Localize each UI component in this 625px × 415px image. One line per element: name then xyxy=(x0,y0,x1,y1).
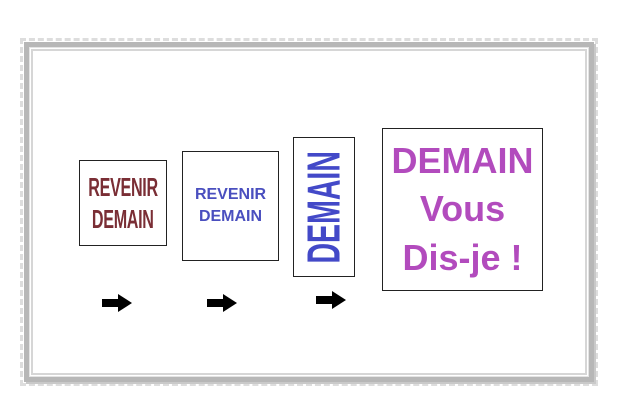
card-line: Dis-je ! xyxy=(402,236,523,278)
text-card-large: DEMAIN Vous Dis-je ! xyxy=(382,128,543,291)
card-line: DEMAIN xyxy=(297,150,350,264)
right-arrow-icon xyxy=(316,291,346,309)
card-line: REVENIR xyxy=(88,171,158,202)
right-arrow-icon xyxy=(102,294,132,312)
text-card-condensed: REVENIR DEMAIN xyxy=(79,160,167,246)
text-card-vertical: DEMAIN xyxy=(293,137,355,277)
card-line: REVENIR xyxy=(194,185,267,203)
card-line: DEMAIN xyxy=(92,204,154,234)
card-line: DEMAIN xyxy=(198,208,263,225)
card-line: DEMAIN xyxy=(391,139,534,181)
text-card-regular: REVENIR DEMAIN xyxy=(182,151,279,261)
frame-texture xyxy=(20,38,598,386)
card-line: Vous xyxy=(419,188,506,230)
right-arrow-icon xyxy=(207,294,237,312)
